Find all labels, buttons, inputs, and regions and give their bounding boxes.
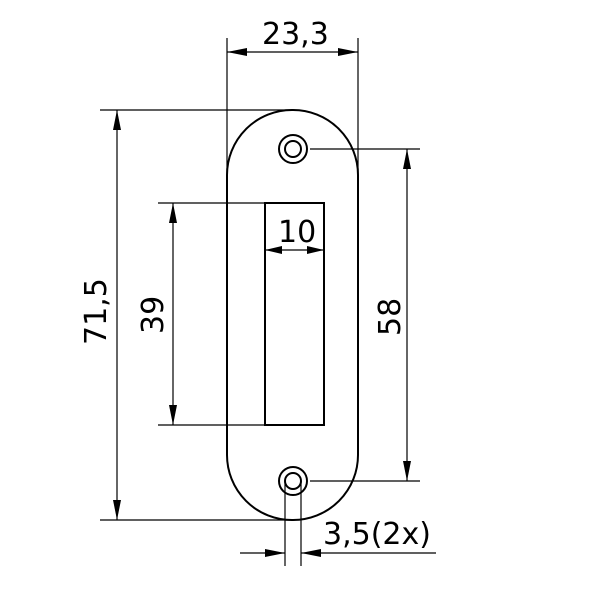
- slot-height-label: 39: [136, 296, 171, 334]
- latch-slot: [264, 202, 325, 426]
- slot-width-dimension: 10: [265, 215, 324, 254]
- slot-width-label: 10: [278, 215, 316, 250]
- plate-outline: [226, 109, 359, 521]
- hole-spacing-dimension: 58: [310, 148, 420, 482]
- slot-height-dimension: 39: [136, 202, 265, 426]
- top-screw-hole: [278, 134, 308, 164]
- bottom-screw-hole: [278, 466, 308, 496]
- hole-diameter-label: 3,5(2x): [323, 517, 431, 552]
- hole-spacing-label: 58: [373, 298, 408, 336]
- plate-width-dimension: 23,3: [226, 17, 359, 175]
- plate-width-label: 23,3: [262, 17, 329, 52]
- hole-diameter-dimension: 3,5(2x): [240, 481, 436, 566]
- plate-height-dimension: 71,5: [79, 109, 292, 521]
- plate-height-label: 71,5: [79, 278, 114, 345]
